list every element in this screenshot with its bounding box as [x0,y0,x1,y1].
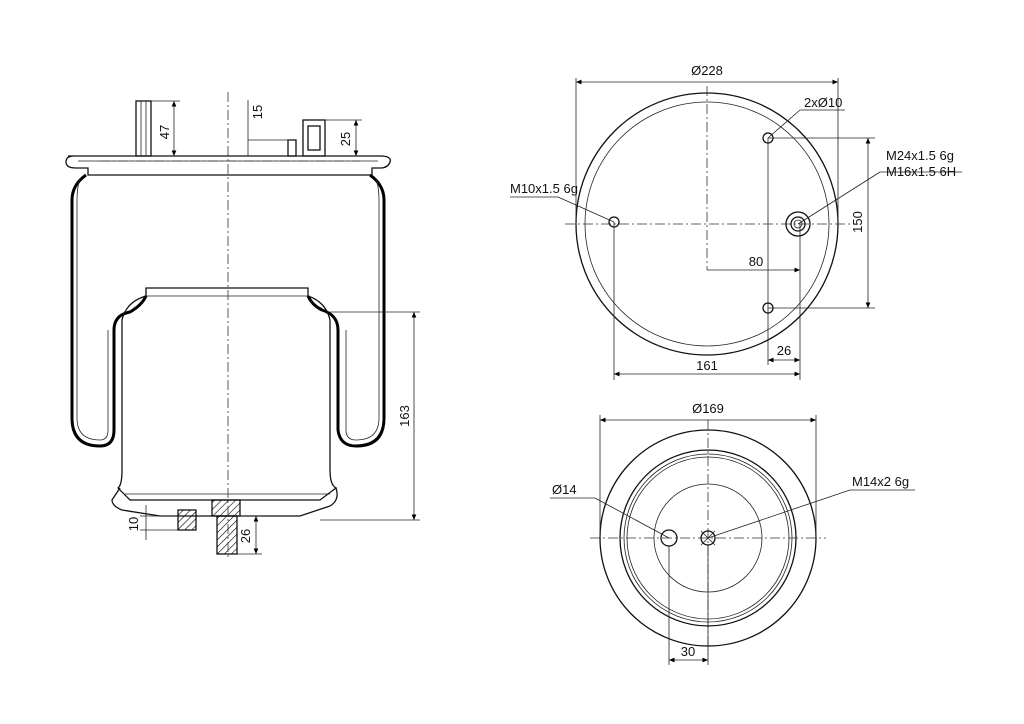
dim-26-side: 26 [238,529,253,543]
piston [117,287,338,501]
side-view: 47 15 25 163 10 26 [65,92,420,560]
bottom-bolt [216,515,238,555]
label-m14: M14x2 6g [852,474,909,489]
dim-228: Ø228 [691,63,723,78]
dim-10: 10 [126,517,141,531]
top-plate [65,155,391,176]
dim-161: 161 [696,358,718,373]
dim-26-top: 26 [777,343,791,358]
label-m16: M16x1.5 6H [886,164,956,179]
dim-169: Ø169 [692,401,724,416]
dim-30: 30 [681,644,695,659]
port-m24 [785,211,811,237]
top-stud [135,100,152,157]
bellows [70,173,386,448]
dim-15: 15 [250,105,265,119]
dim-47: 47 [157,125,172,139]
dim-25: 25 [338,132,353,146]
dim-80: 80 [749,254,763,269]
dim-163: 163 [397,405,412,427]
bottom-view: Ø169 Ø14 M14x2 6g 30 [550,401,915,665]
air-fitting [302,119,326,157]
label-d14: Ø14 [552,482,577,497]
dim-150: 150 [850,211,865,233]
top-view: Ø228 2xØ10 M24x1.5 6g M16x1.5 6H M10x1.5… [510,63,962,380]
label-m24: M24x1.5 6g [886,148,954,163]
label-2x10: 2xØ10 [804,95,842,110]
label-m10: M10x1.5 6g [510,181,578,196]
bottom-nut [177,509,197,531]
